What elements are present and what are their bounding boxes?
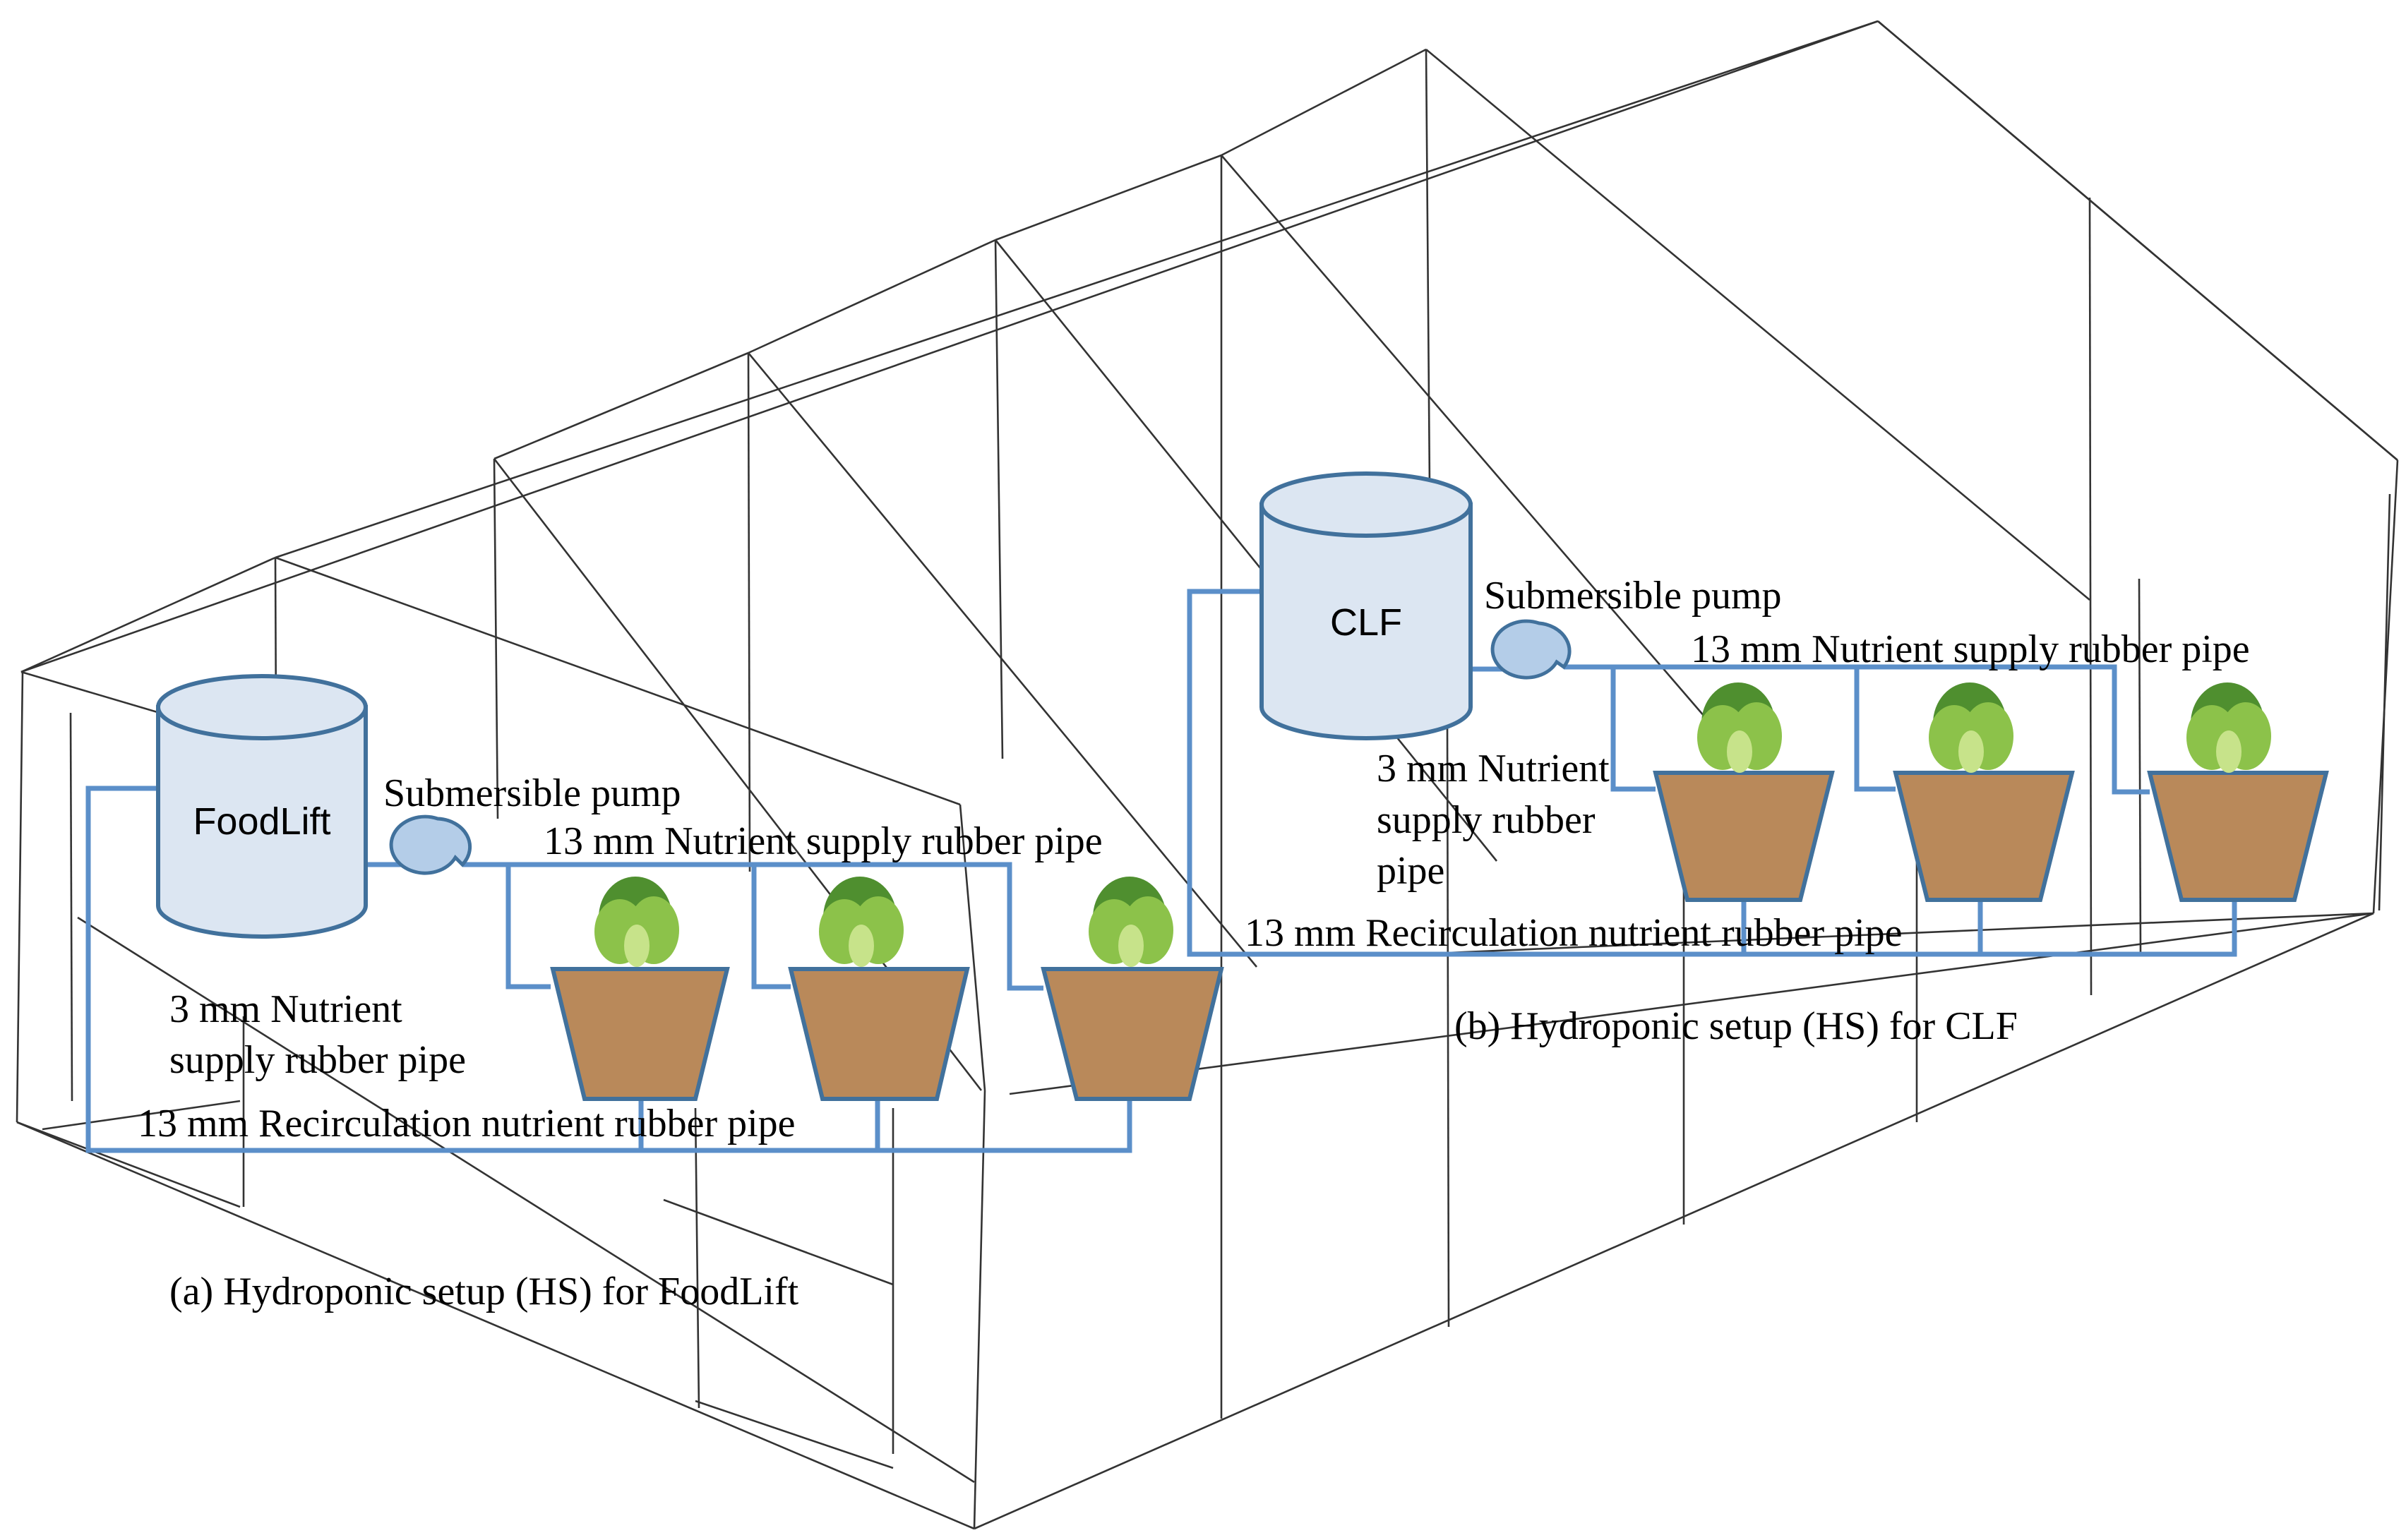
pot-b2 <box>1893 682 2075 902</box>
lettuce-icon <box>1089 877 1173 967</box>
supply-13mm-label-b: 13 mm Nutrient supply rubber pipe <box>1691 627 2250 671</box>
supply-3mm-label-b-line3: pipe <box>1377 849 1444 893</box>
pot-a3 <box>1041 877 1224 1101</box>
tank-foodlift: FoodLift <box>156 674 368 939</box>
recirculation-pipe-b <box>1187 589 2237 957</box>
recirculation-label-b: 13 mm Recirculation nutrient rubber pipe <box>1245 911 1903 955</box>
recirculation-pipe-a <box>85 786 1132 1153</box>
submersible-pump-b <box>1490 619 1572 680</box>
supply-3mm-label-b-line2: supply rubber <box>1377 798 1596 842</box>
tank-clf: CLF <box>1259 471 1473 740</box>
lettuce-icon <box>594 877 679 967</box>
pot-b1 <box>1653 682 1835 902</box>
tank-label-b: CLF <box>1330 601 1402 644</box>
setup-a: FoodLift <box>85 674 1224 1313</box>
pipes-a <box>85 786 1132 1153</box>
lettuce-icon <box>819 877 904 967</box>
pot-a2 <box>788 877 970 1101</box>
supply-3mm-label-b-line1: 3 mm Nutrient <box>1377 747 1610 790</box>
lettuce-icon <box>2186 682 2271 773</box>
caption-a: (a) Hydroponic setup (HS) for FoodLift <box>169 1270 799 1313</box>
tank-label-a: FoodLift <box>193 800 330 843</box>
pot-a1 <box>550 877 730 1101</box>
pump-label-b: Submersible pump <box>1484 574 1782 618</box>
supply-3mm-label-a-line2: supply rubber pipe <box>169 1038 466 1082</box>
supply-3mm-label-a-line1: 3 mm Nutrient <box>169 987 402 1031</box>
supply-13mm-label-a: 13 mm Nutrient supply rubber pipe <box>544 819 1103 863</box>
pump-label-a: Submersible pump <box>383 771 681 815</box>
caption-b: (b) Hydroponic setup (HS) for CLF <box>1454 1004 2018 1048</box>
pipes-b <box>1187 589 2237 957</box>
lettuce-icon <box>1697 682 1782 773</box>
pot-b3 <box>2147 682 2329 902</box>
submersible-pump-a <box>389 814 472 875</box>
lettuce-icon <box>1929 682 2013 773</box>
setup-b: CLF <box>1187 471 2329 1048</box>
recirculation-label-a: 13 mm Recirculation nutrient rubber pipe <box>138 1102 796 1145</box>
